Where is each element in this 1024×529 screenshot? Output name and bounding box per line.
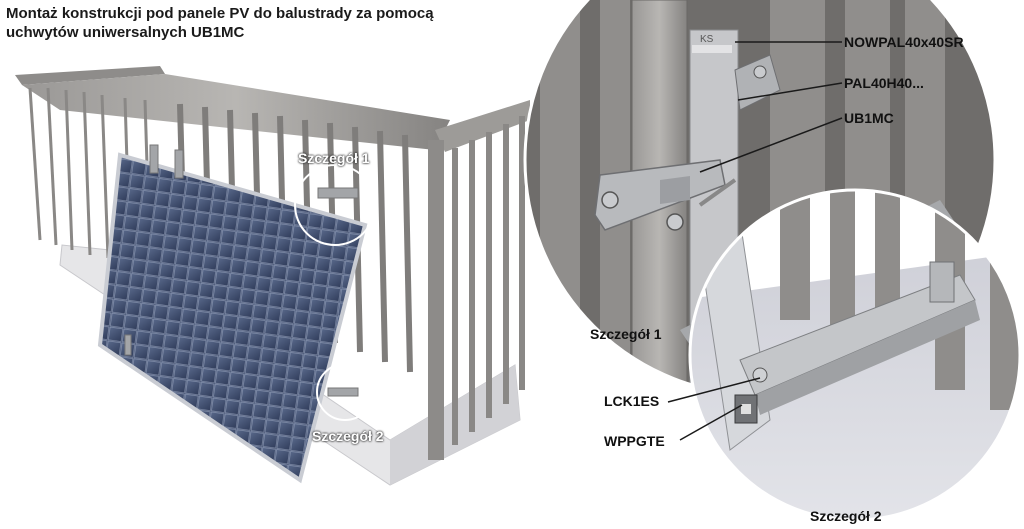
title-line-2: uchwytów uniwersalnych UB1MC — [6, 24, 245, 41]
detail-2-label-overview: Szczegół 2 — [312, 428, 384, 444]
detail-2-zoom — [688, 188, 1022, 522]
title-line-1: Montaż konstrukcji pod panele PV do balu… — [6, 5, 434, 22]
detail-1-label-overview: Szczegół 1 — [298, 150, 370, 166]
brand-mark: KS — [700, 34, 714, 45]
detail-1-marker — [294, 164, 376, 246]
detail-2-marker — [316, 363, 374, 421]
part-label-ub1mc: UB1MC — [844, 110, 894, 126]
detail-1-label-zoom: Szczegół 1 — [590, 326, 662, 342]
part-label-wppgte: WPPGTE — [604, 433, 665, 449]
leader-lines — [667, 41, 843, 441]
solar-panel — [97, 152, 368, 484]
part-label-nowpal: NOWPAL40x40SR — [844, 34, 964, 50]
balcony-overview — [15, 66, 530, 486]
part-label-lck1es: LCK1ES — [604, 393, 660, 409]
part-label-pal: PAL40H40... — [844, 75, 924, 91]
page-title: Montaż konstrukcji pod panele PV do balu… — [6, 4, 566, 42]
detail-2-label-zoom: Szczegół 2 — [810, 508, 882, 524]
